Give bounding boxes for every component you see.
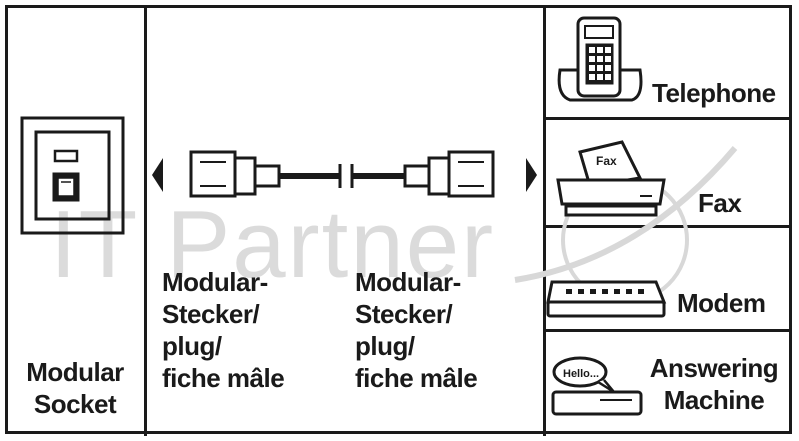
plug-right-line3: plug/: [355, 331, 415, 361]
socket-label-line1: Modular: [26, 357, 124, 387]
answering-label-line1: Answering: [649, 353, 779, 383]
wall-socket-icon: [20, 116, 125, 235]
fax-screen-text: Fax: [596, 154, 617, 168]
divider-telephone: [544, 117, 792, 120]
answering-machine-icon: [551, 356, 643, 416]
answering-label-line2: Machine: [663, 385, 765, 415]
plug-left-line3: plug/: [162, 331, 222, 361]
modem-icon: [546, 280, 667, 318]
arrow-left-icon: [152, 158, 163, 192]
plug-left-line2: Stecker/: [162, 299, 260, 329]
plug-right-line2: Stecker/: [355, 299, 453, 329]
modem-label: Modem: [677, 288, 766, 318]
divider-socket: [144, 5, 147, 436]
plug-left-label: Modular- Stecker/ plug/ fiche mâle: [162, 266, 285, 394]
plug-left-line4: fiche mâle: [162, 363, 285, 393]
socket-label: Modular Socket: [16, 356, 134, 420]
fax-label: Fax: [698, 188, 742, 218]
plug-right-line1: Modular-: [355, 267, 461, 297]
fax-icon: [556, 140, 666, 217]
telephone-label: Telephone: [652, 78, 776, 108]
divider-modem: [544, 329, 792, 332]
plug-right-icon: [350, 150, 495, 198]
telephone-keypad: [589, 47, 611, 80]
divider-devices: [543, 5, 546, 436]
arrow-right-icon: [526, 158, 537, 192]
answering-machine-label: Answering Machine: [640, 352, 788, 416]
divider-fax: [544, 225, 792, 228]
modem-lights: [566, 289, 644, 294]
plug-right-label: Modular- Stecker/ plug/ fiche mâle: [355, 266, 478, 394]
plug-right-line4: fiche mâle: [355, 363, 478, 393]
speech-bubble-text: Hello...: [563, 368, 599, 380]
plug-left-icon: [189, 150, 342, 198]
socket-label-line2: Socket: [33, 389, 117, 419]
plug-left-line1: Modular-: [162, 267, 268, 297]
